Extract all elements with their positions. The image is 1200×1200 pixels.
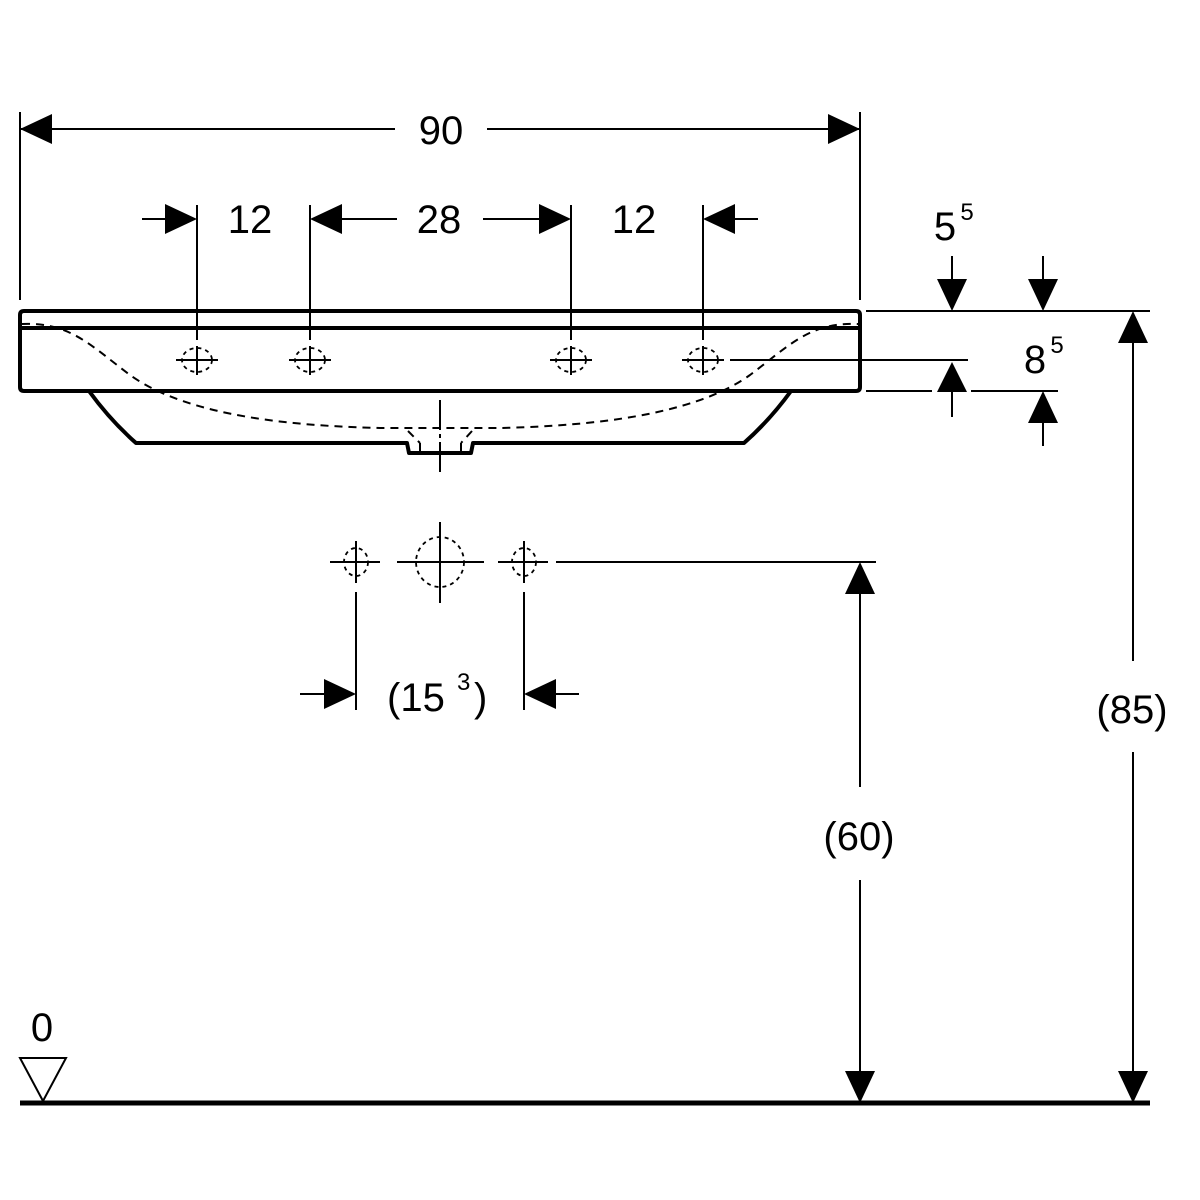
arrowhead-icon [1028,279,1058,311]
supply-height-dimension: (60) [823,562,895,1103]
floor-level: 0 [18,1006,1150,1106]
washbasin-front-view [18,309,862,474]
rim-height-label: (85) [1096,688,1167,732]
arrowhead-icon [845,562,875,594]
arrowhead-icon [845,1071,875,1103]
arrowhead-icon [1118,311,1148,343]
arrowhead-icon [310,204,342,234]
tap-hole-spacing-label: 28 [417,198,462,242]
tap-hole [176,346,218,375]
arrowhead-icon [828,114,860,144]
tap-holes [176,346,724,375]
arrowhead-icon [703,204,735,234]
rim-thickness-dimensions: 5 5 8 5 [730,199,1150,446]
supply-spacing-close: ) [474,676,487,720]
rim-thickness-superscript: 5 [960,199,973,226]
front-height-label: 8 [1024,338,1046,382]
water-supply-right [498,541,548,583]
water-supply-left [330,541,380,583]
arrowhead-icon [324,679,356,709]
supply-spacing-dimension: (15 3 ) [300,592,579,720]
tap-hole [682,346,724,375]
arrowhead-icon [539,204,571,234]
rim-height-dimension: (85) [1096,311,1168,1103]
tap-hole [289,346,331,375]
overall-width-dimension: 90 [19,109,861,300]
arrowhead-icon [937,279,967,311]
supply-spacing-superscript: 3 [457,669,470,696]
tap-hole-dimension-chain: 12 28 12 [142,198,758,340]
arrowhead-icon [165,204,197,234]
front-height-superscript: 5 [1050,332,1063,359]
tap-hole [550,346,592,375]
arrowhead-icon [524,679,556,709]
drain-hidden-line [460,430,473,444]
supply-connections [330,522,876,603]
arrowhead-icon [1118,1071,1148,1103]
supply-spacing-label: (15 [387,676,445,720]
arrowhead-icon [20,114,52,144]
tap-hole-right-offset-label: 12 [612,198,657,242]
arrowhead-icon [1028,391,1058,423]
level-marker-icon [18,1057,68,1104]
basin-rim-outline [18,309,862,393]
rim-thickness-label: 5 [934,205,956,249]
floor-level-label: 0 [31,1006,53,1050]
supply-height-label: (60) [823,815,894,859]
arrowhead-icon [937,362,967,392]
tap-hole-left-offset-label: 12 [228,198,273,242]
drain-hidden-line [407,430,421,444]
waste-outlet [397,522,484,603]
overall-width-label: 90 [419,109,464,153]
